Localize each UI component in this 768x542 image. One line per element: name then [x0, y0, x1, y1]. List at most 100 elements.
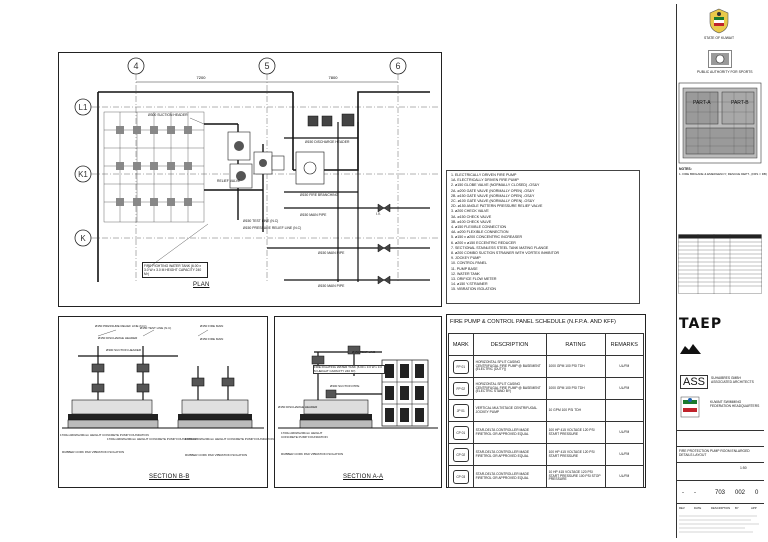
keynote-text: 1. FIRE BRIGADE & EMERGENCY, RESCUE DEPT…	[679, 172, 767, 176]
schedule-rating: 100 HP 415 VOLTAGE 120 PSI START PRESSUR…	[545, 443, 606, 466]
section-bb-label: RUBBER CORK PAD VIBRATION ISOLATION	[185, 453, 248, 457]
revision-header: BY	[735, 506, 739, 510]
sheet-number-part: -	[682, 490, 684, 496]
section-bb-label: 1700Lx460Wx200mm HEIGHT CONCRETE PUMP FO…	[107, 437, 196, 441]
title-block	[676, 4, 764, 538]
legend-item: 3A. ø150 CHECK VALVE	[451, 214, 492, 219]
schedule-rating: 1000 GPM 100 PSI TDH	[545, 355, 606, 378]
legend-item: 3. ø200 CHECK VALVE	[451, 209, 489, 214]
schedule-frame	[446, 314, 646, 488]
legend-item: 4. ø150 FLEXIBLE CONNECTION	[451, 225, 507, 230]
grid-col-4: 4	[133, 61, 138, 71]
legend-item: 6. ø200 x ø150 ECCENTRIC REDUCER	[451, 240, 516, 245]
section-aa-label: Ø150 TEST LINE	[352, 350, 376, 354]
plan-drawing: 4 5 6 L1 K1 K 7200 7800	[74, 57, 438, 285]
emblem-caption: STATE OF KUWAIT	[704, 36, 735, 40]
revision-header: REV	[679, 506, 685, 510]
section-aa-label: FIRE FIGHTING WATER TANK (6.00 x 3.0 W x…	[313, 365, 385, 375]
mark-hexagon-icon: FP 01	[452, 359, 469, 374]
label-pressure-relief: Ø150 PRESSURE RELIEF LINE (N.C)	[243, 226, 302, 230]
section-bb-label: 1700Lx460Wx200mm HEIGHT CONCRETE PUMP FO…	[60, 433, 149, 437]
schedule-remarks: UL/FM	[604, 465, 645, 488]
key-plan-part-a: PART-A	[693, 100, 711, 106]
authority-logo-icon	[708, 50, 732, 68]
sheet-number-part: 703	[715, 490, 726, 496]
firm-logo: TAEP	[679, 316, 723, 332]
section-bb-label: Ø150 TEST LINE (N.C)	[140, 326, 172, 330]
keynote-title: NOTES:	[679, 167, 692, 171]
revision-header: APP	[751, 506, 757, 510]
section-aa-label: 1700Lx460Wx200mm HEIGHT CONCRETE PUMP FO…	[281, 431, 328, 439]
grid-col-6: 6	[395, 61, 400, 71]
sheet-number-part: 0	[755, 490, 759, 496]
section-aa-label: Ø150 DISCHARGE HEADER	[278, 405, 318, 409]
authority-name: PUBLIC AUTHORITY FOR SPORTS	[697, 70, 753, 74]
mark-hexagon-icon: FP 02	[452, 381, 469, 396]
schedule-title: FIRE PUMP & CONTROL PANEL SCHEDULE (N.F.…	[450, 319, 616, 325]
revision-header: DATE	[694, 506, 702, 510]
legend-item: 15. VIBRATION ISOLATION	[451, 287, 496, 292]
mark-hexagon-icon: CP 02	[452, 447, 469, 462]
schedule-mark: CP 01	[448, 421, 474, 444]
schedule-mark: CP 02	[448, 443, 474, 466]
firm-mark-icon	[680, 344, 701, 354]
schedule-remarks: UL/FM	[604, 355, 645, 378]
schedule-description: VERTICAL MULTISTAGE CENTRIFUGAL JOCKEY P…	[472, 399, 547, 422]
schedule-rating: 1000 GPM 100 PSI TDH	[545, 377, 606, 400]
legend-item: 13. ORIFICE FLOW METER	[451, 277, 497, 282]
legend-item: 14. ø150 Y-STRAINER	[451, 282, 488, 287]
grid-row-K1: K1	[78, 170, 88, 179]
section-aa-label: Ø300 SUCTION PIPE	[330, 384, 360, 388]
sheet-number-part: -	[694, 490, 696, 496]
schedule-header-description: DESCRIPTION	[472, 333, 547, 356]
plan-frame	[58, 52, 442, 307]
schedule-remarks: UL/FM	[604, 377, 645, 400]
label-iv: I.V.	[376, 212, 381, 216]
client-name-text: KUWAIT SWIMMING FEDERATION HEADQUARTERS	[710, 400, 760, 408]
legend-item: 2. ø150 GLOBE VALVE (NORMALLY CLOSED) -O…	[451, 183, 540, 188]
water-tank-text: FIRE FIGHTING WATER TANK (6.00 x 3.0 W x…	[144, 264, 202, 276]
mark-hexagon-icon: JP 01	[452, 403, 469, 418]
section-aa-caption: SECTION A-A	[343, 474, 384, 480]
schedule-mark: FP 01	[448, 355, 474, 378]
section-bb-label: RUBBER CORK PAD VIBRATION ISOLATION	[62, 450, 125, 454]
kuwait-emblem-icon	[709, 8, 729, 34]
schedule-header-mark: MARK	[448, 333, 474, 356]
schedule-remarks	[604, 399, 645, 422]
label-water-tank: FIRE FIGHTING WATER TANK (6.00 x 3.0 W x…	[142, 262, 208, 278]
title-divider-4	[676, 480, 764, 481]
legend-item: 2B. ø150 GATE VALVE (NORMALLY OPEN) -OS&…	[451, 193, 535, 198]
section-bb-label: Ø300 SUCTION HEADER	[106, 348, 142, 352]
key-plan-part-b: PART-B	[731, 100, 749, 106]
section-bb-label: Ø150 FIRE MAIN	[200, 337, 224, 341]
label-discharge-header: Ø150 DISCHARGE HEADER	[305, 140, 350, 144]
title-divider-1	[676, 430, 764, 431]
legend-item: 7. SECTIONAL STAINLESS STEEL TANK MATING…	[451, 245, 549, 250]
schedule-description: HORIZONTAL SPLIT CASING CENTRIFUGAL FIRE…	[472, 377, 547, 400]
label-fire-branching: Ø150 FIRE BRANCHING	[300, 193, 339, 197]
legend-item: 5. ø150 x ø200 CONCENTRIC INCREASER	[451, 235, 523, 240]
schedule-mark: JP 01	[448, 399, 474, 422]
legend-item: 2A. ø200 GATE VALVE (NORMALLY OPEN) -OS&…	[451, 188, 535, 193]
dim-1: 7200	[197, 75, 207, 80]
schedule-remarks: UL/FM	[604, 421, 645, 444]
client-logo-icon	[680, 396, 700, 418]
label-test-line: Ø150 TEST LINE (N.C)	[243, 219, 279, 223]
key-plan	[678, 82, 762, 164]
schedule-mark: CP 03	[448, 465, 474, 488]
schedule-header-remarks: REMARKS	[604, 333, 645, 356]
grid-row-L1: L1	[79, 103, 88, 112]
legend-item: 4A. ø200 FLEXIBLE CONNECTION	[451, 230, 509, 235]
legend-item: 9. JOCKEY PUMP	[451, 256, 481, 261]
label-suction-header: Ø300 SUCTION HEADER	[148, 113, 188, 117]
legend-item: 10. CONTROL PANEL	[451, 261, 487, 266]
title-divider-5	[676, 503, 764, 504]
legend-item: 3B. ø100 CHECK VALVE	[451, 219, 492, 224]
section-aa-label: RUBBER CORK PAD VIBRATION ISOLATION	[281, 452, 344, 456]
